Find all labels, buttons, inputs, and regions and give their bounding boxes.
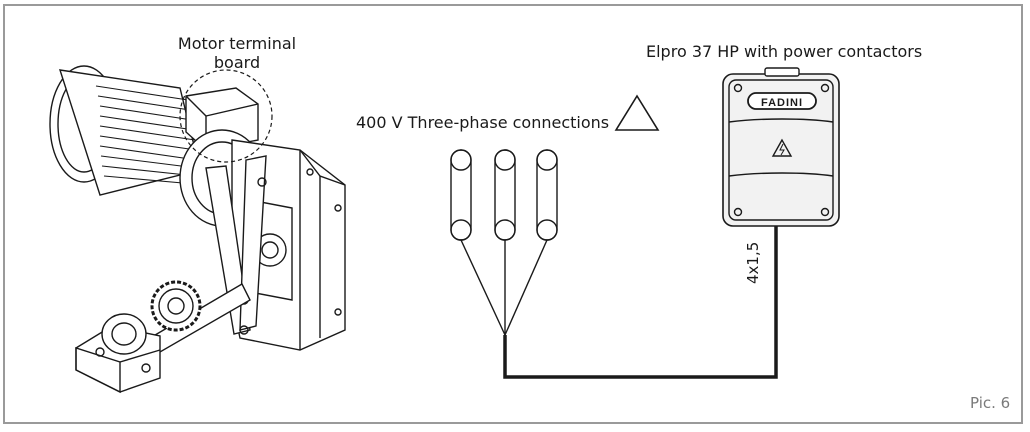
three-phase-cables <box>450 149 558 336</box>
power-cable <box>503 226 778 379</box>
delta-symbol <box>614 94 660 131</box>
figure-frame <box>3 4 1023 424</box>
controller-label: Elpro 37 HP with power contactors <box>646 42 923 61</box>
terminal-board-highlight <box>179 69 273 163</box>
three-phase-connections-label: 400 V Three-phase connections <box>356 113 610 132</box>
motor-gearbox-illustration <box>49 65 346 394</box>
elpro-control-box <box>722 67 840 227</box>
cable-spec-label: 4x1,5 <box>744 241 762 284</box>
motor-terminal-board-label: Motor terminal board <box>177 34 297 72</box>
brand-logo: FADINI <box>761 97 803 109</box>
figure-caption: Pic. 6 <box>970 394 1011 412</box>
